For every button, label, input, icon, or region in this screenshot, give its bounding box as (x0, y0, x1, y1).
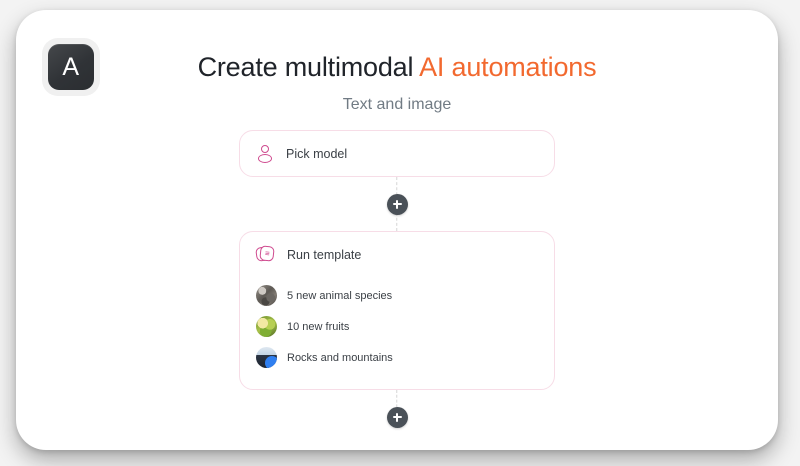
connector-1 (16, 177, 778, 231)
flow-node-pick-model[interactable]: Pick model (239, 130, 555, 177)
template-list: 5 new animal species 10 new fruits Rocks… (240, 278, 554, 389)
page-title-plain: Create multimodal (197, 52, 414, 82)
run-template-header: ≡ Run template (240, 232, 554, 278)
connector-2 (16, 390, 778, 444)
blue-dot-overlay (265, 356, 277, 368)
app-logo[interactable]: A (42, 38, 100, 96)
flow-node-run-template[interactable]: ≡ Run template 5 new animal species 10 n… (239, 231, 555, 390)
template-stack-icon: ≡ (255, 245, 276, 265)
list-item-label: 10 new fruits (287, 320, 350, 333)
logo-tile: A (48, 44, 94, 90)
list-item[interactable]: 10 new fruits (256, 311, 538, 342)
page-subtitle: Text and image (342, 96, 452, 113)
pick-model-header: Pick model (240, 131, 554, 176)
pick-model-title: Pick model (286, 146, 348, 161)
dashed-line (396, 390, 398, 417)
page-title-accent: AI automations (419, 52, 597, 82)
automation-flow: Pick model ≡ Run te (16, 130, 778, 444)
rocks-thumbnail (256, 347, 277, 368)
fruit-thumbnail (256, 316, 277, 337)
list-item[interactable]: Rocks and mountains (256, 342, 538, 373)
animal-thumbnail (256, 285, 277, 306)
add-step-button-1[interactable] (386, 193, 408, 215)
run-template-title: Run template (287, 248, 362, 262)
app-panel: A Create multimodal AI automations Text … (16, 10, 778, 450)
add-step-button-2[interactable] (386, 406, 408, 428)
list-item-label: 5 new animal species (287, 289, 393, 302)
person-icon (256, 144, 275, 163)
logo-letter: A (62, 52, 80, 81)
list-item[interactable]: 5 new animal species (256, 280, 538, 311)
page-title: Create multimodal AI automations (16, 52, 778, 83)
list-item-label: Rocks and mountains (287, 351, 393, 364)
